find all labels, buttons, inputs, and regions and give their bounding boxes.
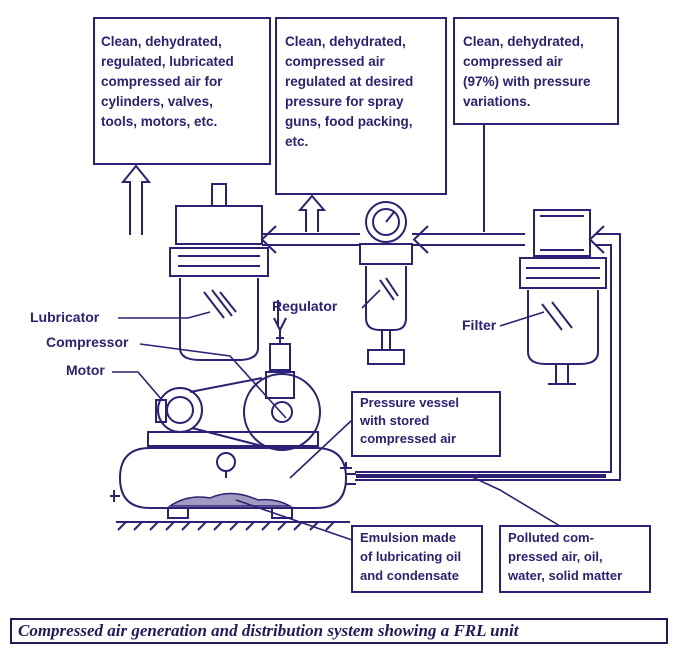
pipe-reg-filter xyxy=(412,233,525,246)
regulator-output-box xyxy=(275,17,447,195)
lubricator-out-arrow xyxy=(120,164,152,235)
return-pipe xyxy=(355,233,621,481)
polluted-air-box xyxy=(499,525,651,593)
return-pipe-fill xyxy=(356,474,606,478)
filter-leader xyxy=(499,311,545,327)
polluted-leader xyxy=(469,475,561,527)
compressor-leader xyxy=(139,343,287,419)
lubricator-output-box xyxy=(93,17,271,165)
filter-output-text: Clean, dehydrated, compressed air (97%) … xyxy=(463,34,591,109)
filter-unit xyxy=(519,209,607,385)
emulsion-box xyxy=(351,525,483,593)
figure-caption: Compressed air generation and distributi… xyxy=(18,621,519,640)
pipe-arrow-filter xyxy=(588,225,605,254)
emulsion-sediment xyxy=(167,492,293,507)
lubricator-output-text: Clean, dehydrated, regulated, lubricated… xyxy=(101,34,234,129)
regulator-leader xyxy=(361,289,381,309)
pressure-vessel-text: Pressure vessel with stored compressed a… xyxy=(360,395,460,446)
motor-label: Motor xyxy=(66,362,105,378)
motor-leader xyxy=(112,371,163,401)
caption-box: Compressed air generation and distributi… xyxy=(10,618,668,644)
compressor-assembly xyxy=(147,300,321,451)
main-pipe xyxy=(262,233,360,246)
compressor-label: Compressor xyxy=(46,334,129,350)
regulator-label: Regulator xyxy=(272,298,338,314)
vessel-leader xyxy=(289,419,353,479)
filter-label: Filter xyxy=(462,317,497,333)
regulator-out-arrow xyxy=(297,194,327,232)
pipe-arrow-reg xyxy=(412,225,429,254)
emulsion-text: Emulsion made of lubricating oil and con… xyxy=(360,530,462,583)
pressure-vessel-box xyxy=(351,391,501,457)
filter-output-box xyxy=(453,17,619,125)
regulator-unit xyxy=(359,201,413,365)
regulator-output-text: Clean, dehydrated, compressed air regula… xyxy=(285,34,414,149)
lubricator-label: Lubricator xyxy=(30,309,100,325)
lubricator-leader xyxy=(118,311,211,319)
lubricator-unit xyxy=(169,183,269,361)
pressure-vessel xyxy=(110,447,356,531)
polluted-air-text: Polluted com- pressed air, oil, water, s… xyxy=(508,530,623,583)
